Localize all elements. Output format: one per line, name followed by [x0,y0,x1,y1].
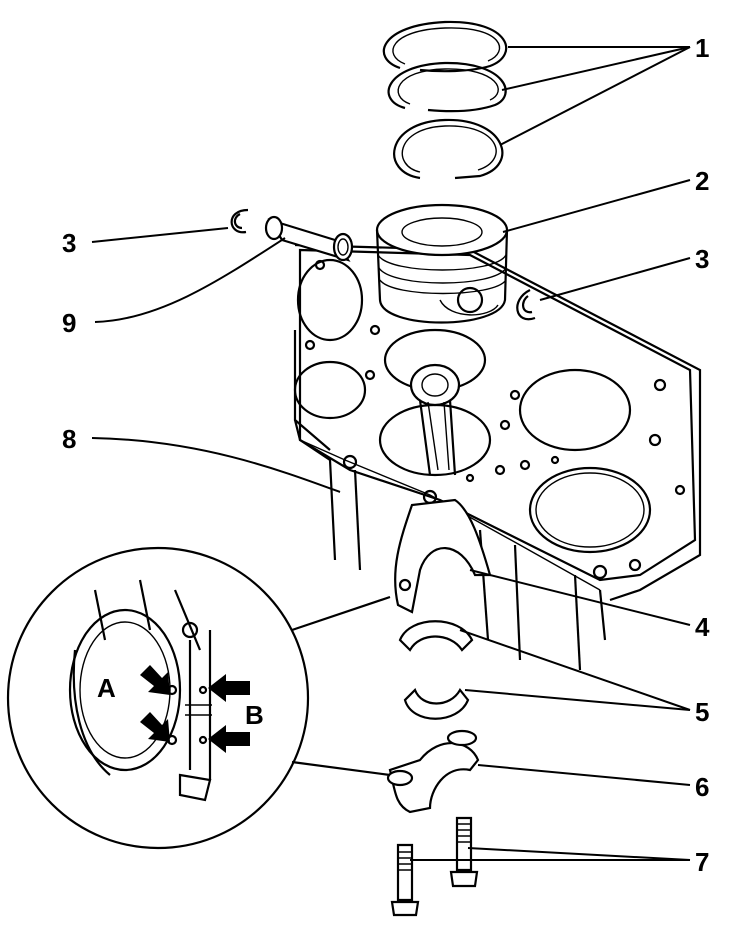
circlip-left [230,208,249,234]
arrow-a-lower-icon [140,712,170,742]
arrow-a-upper-icon [140,665,170,695]
detail-view: A B [6,546,391,850]
callout-4: 4 [695,612,710,642]
callout-2: 2 [695,166,709,196]
callout-1: 1 [695,33,709,63]
connecting-rod [394,363,492,614]
cylinder-block [293,243,702,671]
callout-6: 6 [695,772,709,802]
label-a: A [97,673,116,703]
callout-5: 5 [695,697,709,727]
bearing-shells [398,620,474,720]
con-rod-bolts [390,816,479,917]
piston-pin [264,215,354,262]
callout-9: 9 [62,308,76,338]
piston-rings [382,20,508,180]
arrow-b-upper-icon [208,674,250,702]
callout-3-right: 3 [695,244,709,274]
label-b: B [245,700,264,730]
head-gasket [293,248,697,582]
bearing-cap [386,729,480,814]
callout-3-left: 3 [62,228,76,258]
leader-lines [91,46,691,861]
callout-8: 8 [62,424,76,454]
callout-7: 7 [695,847,709,877]
circlip-right [516,289,536,321]
arrow-b-lower-icon [208,725,250,753]
piston [375,203,509,324]
